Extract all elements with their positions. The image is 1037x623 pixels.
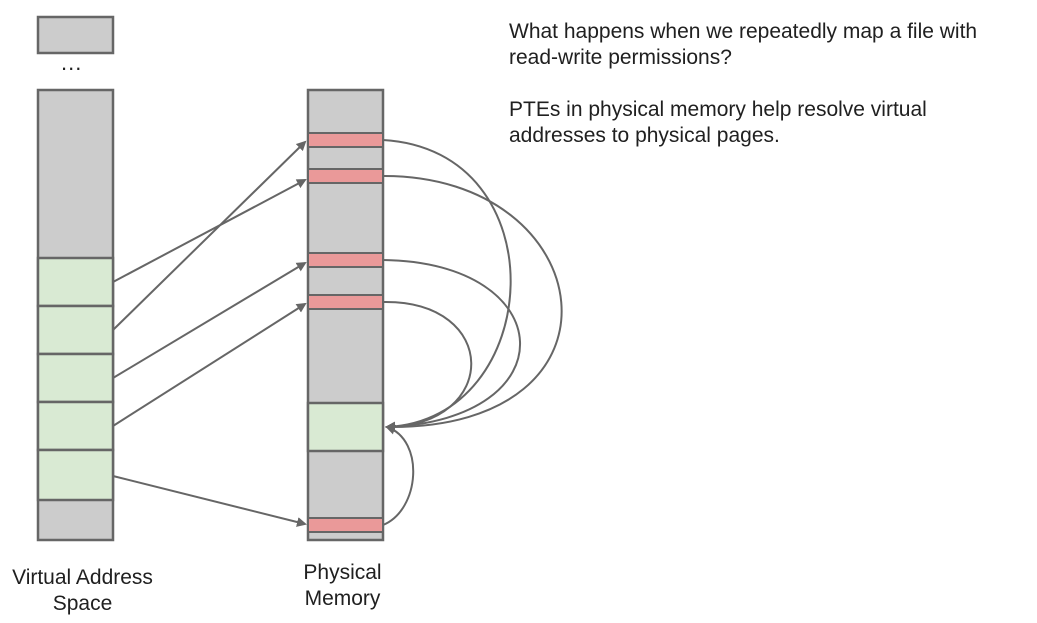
pte-entry xyxy=(307,252,384,268)
virtual-page xyxy=(36,352,115,404)
pte-entry xyxy=(307,132,384,148)
arrow-virtual-to-pte xyxy=(112,475,307,527)
pte-explanation-text: PTEs in physical memory help resolve vir… xyxy=(509,98,927,147)
arrow-virtual-to-pte xyxy=(112,302,307,427)
virtual-page xyxy=(36,304,115,356)
explanation-text: What happens when we repeatedly map a fi… xyxy=(509,19,1029,175)
virtual-page xyxy=(36,448,115,502)
arrow-virtual-to-pte xyxy=(112,261,307,379)
arrow-pte-to-page xyxy=(382,300,473,432)
question-text: What happens when we repeatedly map a fi… xyxy=(509,20,978,69)
pte-entry xyxy=(307,517,384,533)
physical-memory-column xyxy=(306,88,385,542)
arrow-pte-to-page xyxy=(382,259,521,432)
physical-page xyxy=(306,401,385,453)
ellipsis: ... xyxy=(61,50,83,75)
virtual-page xyxy=(36,400,115,452)
arrow-pte-to-page xyxy=(382,174,563,433)
arrow-pte-to-page xyxy=(382,424,415,526)
arrow-virtual-to-pte xyxy=(112,179,307,283)
virtual-address-space-label: Virtual Address Space xyxy=(12,566,153,615)
pte-entry xyxy=(307,168,384,184)
arrow-virtual-to-pte xyxy=(112,140,307,331)
pte-entry xyxy=(307,294,384,310)
virtual-page xyxy=(36,256,115,308)
virtual-top-block xyxy=(36,15,115,55)
physical-memory-label: Physical Memory xyxy=(303,561,382,610)
